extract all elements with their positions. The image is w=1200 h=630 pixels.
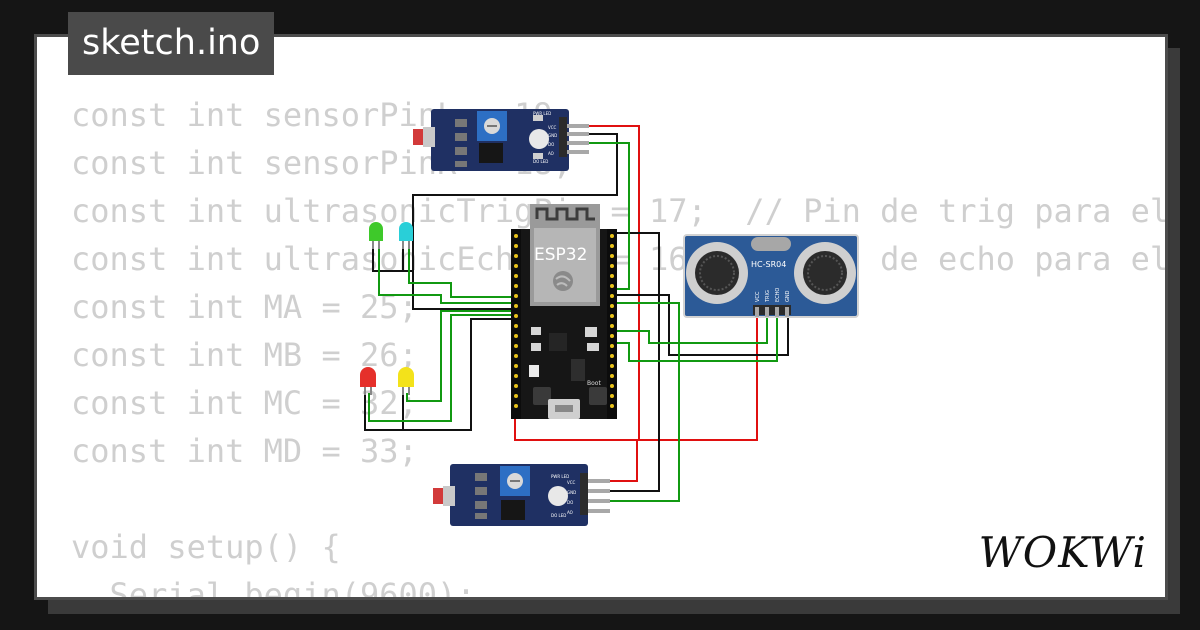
boot-label: Boot (587, 380, 601, 387)
pin-label: AO (567, 510, 573, 515)
ultrasonic-sensor[interactable]: HC-SR04 VCC TRIG ECHO GND (683, 234, 859, 318)
antenna-trace (535, 207, 595, 221)
code-line: const int MD = 33; (71, 432, 418, 470)
wire-ground[interactable] (372, 247, 403, 272)
wire-signal[interactable] (406, 310, 515, 402)
reset-button[interactable] (533, 387, 551, 405)
esp32-board[interactable]: ESP32 Boot (511, 204, 617, 419)
pin-label: DO (567, 500, 573, 505)
wokwi-logo: WOKWi (978, 528, 1147, 577)
wire-power[interactable] (639, 315, 758, 441)
wires (364, 125, 789, 502)
wire-signal[interactable] (569, 142, 630, 290)
comparator-chip (479, 143, 503, 163)
wire-signal[interactable] (408, 247, 515, 298)
crystal (751, 237, 791, 251)
led-label: PWR LED (533, 111, 551, 116)
pin-label: GND (567, 490, 576, 495)
wire-signal[interactable] (613, 315, 768, 344)
pin-label: GND (785, 290, 791, 302)
light-sensor-module-top[interactable]: VCC GND DO AO PWR LED DO LED (413, 109, 589, 171)
board-label: ESP32 (534, 245, 587, 265)
header-pins (514, 234, 614, 408)
led-cyan[interactable] (399, 222, 413, 249)
espressif-logo (553, 271, 573, 291)
pin-label: GND (548, 133, 557, 138)
wire-signal[interactable] (613, 315, 778, 362)
led-label: PWR LED (551, 474, 569, 479)
led-green[interactable] (369, 222, 383, 249)
comparator-chip (501, 500, 525, 520)
led-yellow[interactable] (398, 367, 414, 395)
code-line: const int MB = 26; (71, 336, 418, 374)
pin-label: ECHO (775, 288, 781, 302)
circuit-diagram: VCC GND DO AO PWR LED DO LED (360, 109, 859, 526)
led-red[interactable] (360, 367, 376, 395)
code-line: Serial.begin(9600); (71, 576, 476, 600)
pin-label: VCC (567, 480, 576, 485)
pin-label: AO (548, 151, 554, 156)
wire-signal[interactable] (378, 247, 515, 304)
led-label: DO LED (533, 159, 548, 164)
code-line: const int MA = 25; (71, 288, 418, 326)
light-sensor-module-bottom[interactable]: VCC GND DO AO PWR LED DO LED (433, 464, 610, 526)
sensor-model-label: HC-SR04 (751, 260, 786, 269)
wire-power[interactable] (586, 440, 638, 482)
led-label: DO LED (551, 513, 566, 518)
code-line: void setup() { (71, 528, 341, 566)
wire-ground[interactable] (364, 318, 515, 431)
wire-signal[interactable] (586, 302, 680, 502)
pin-label: VCC (755, 291, 761, 302)
pin-label: TRIG (765, 290, 771, 303)
photoresistor (433, 488, 443, 504)
wire-ground[interactable] (613, 294, 789, 356)
pin-label: VCC (548, 125, 557, 130)
boot-button[interactable] (589, 387, 607, 405)
photoresistor (413, 129, 423, 145)
file-tab[interactable]: sketch.ino (68, 12, 275, 75)
wire-ground[interactable] (412, 133, 618, 310)
preview-card: const int sensorPinL = 19;const int sens… (34, 34, 1168, 600)
wire-signal[interactable] (368, 314, 515, 422)
pin-label: DO (548, 142, 554, 147)
